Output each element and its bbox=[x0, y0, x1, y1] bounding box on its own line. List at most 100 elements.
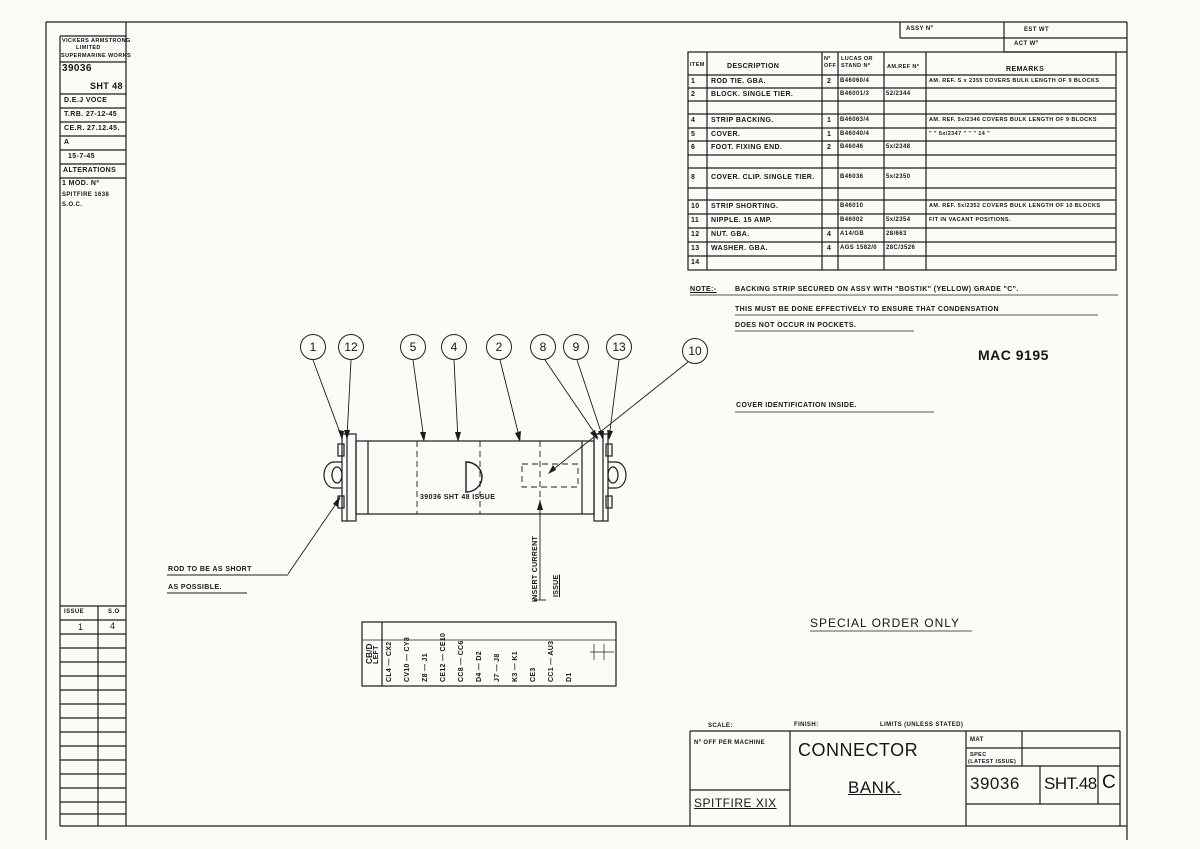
parts-row-remarks: " " 5x/2347 " " " 14 " bbox=[929, 131, 991, 137]
parts-row-description: STRIP BACKING. bbox=[711, 117, 774, 124]
issue-date: 15-7-45 bbox=[68, 153, 95, 160]
parts-row-remarks: AM. REF. S x 2355 COVERS BULK LENGTH OF … bbox=[929, 78, 1100, 84]
col-no-off: Nº OFF bbox=[824, 56, 837, 69]
parts-row-item: 13 bbox=[691, 245, 700, 252]
col-description: DESCRIPTION bbox=[727, 63, 780, 70]
parts-row-remarks: AM. REF. 5x/2352 COVERS BULK LENGTH OF 1… bbox=[929, 203, 1101, 209]
parts-row-description: STRIP SHORTING. bbox=[711, 203, 779, 210]
parts-row-no-off: 1 bbox=[827, 131, 832, 138]
balloon-1: 1 bbox=[300, 334, 326, 360]
parts-row-stand-no: AGS 1582/0 bbox=[840, 245, 878, 251]
issue-note: ISSUE bbox=[553, 574, 560, 597]
parts-row-stand-no: A14/GB bbox=[840, 231, 865, 237]
parts-row-no-off: 1 bbox=[827, 117, 832, 124]
parts-row-description: FOOT. FIXING END. bbox=[711, 144, 783, 151]
balloon-4: 4 bbox=[441, 334, 467, 360]
mod-desc: SPITFIRE 1638 bbox=[62, 192, 110, 198]
parts-row-remarks: FIT IN VACANT POSITIONS. bbox=[929, 217, 1011, 223]
parts-row-item: 4 bbox=[691, 117, 696, 124]
rod-note-2: AS POSSIBLE. bbox=[168, 584, 222, 591]
col-remarks: REMARKS bbox=[1006, 66, 1045, 73]
parts-row-description: NIPPLE. 15 AMP. bbox=[711, 217, 773, 224]
cb-code: K3 — K1 bbox=[512, 651, 519, 682]
parts-row-stand-no: B46001/3 bbox=[840, 91, 870, 97]
title-drawing-no: 39036 bbox=[970, 774, 1020, 793]
parts-row-item: 11 bbox=[691, 217, 700, 224]
parts-row-item: 2 bbox=[691, 91, 696, 98]
note-line-3: DOES NOT OCCUR IN POCKETS. bbox=[735, 322, 857, 329]
parts-row-description: COVER. bbox=[711, 131, 741, 138]
note-line-2: THIS MUST BE DONE EFFECTIVELY TO ENSURE … bbox=[735, 306, 999, 313]
parts-row-description: NUT. GBA. bbox=[711, 231, 750, 238]
cb-code: CL4 — CX2 bbox=[386, 641, 393, 682]
note-label: NOTE:- bbox=[690, 286, 717, 293]
balloon-10: 10 bbox=[682, 338, 708, 364]
mod-ref: S.O.C. bbox=[62, 202, 83, 208]
col-amref: AM.REF Nº bbox=[887, 64, 920, 70]
limits-label: LIMITS (UNLESS STATED) bbox=[880, 722, 964, 728]
parts-row-remarks: AM. REF. 5x/2346 COVERS BULK LENGTH OF 9… bbox=[929, 117, 1097, 123]
parts-row-item: 6 bbox=[691, 144, 696, 151]
parts-row-description: BLOCK. SINGLE TIER. bbox=[711, 91, 794, 98]
alterations-label: ALTERATIONS bbox=[63, 167, 117, 174]
parts-row-item: 14 bbox=[691, 259, 700, 266]
parts-row-no-off: 4 bbox=[827, 231, 832, 238]
est-wt-label: EST WT bbox=[1024, 27, 1050, 33]
company-line-1: VICKERS ARMSTRONG bbox=[62, 38, 131, 44]
left-sheet: SHT 48 bbox=[90, 81, 123, 91]
body-marking: 39036 SHT 48 ISSUE bbox=[420, 494, 496, 501]
cb-code: D1 bbox=[566, 672, 573, 682]
parts-row-amref: 52/2344 bbox=[886, 91, 911, 97]
parts-row-description: COVER. CLIP. SINGLE TIER. bbox=[711, 174, 815, 181]
parts-row-item: 12 bbox=[691, 231, 700, 238]
balloon-5: 5 bbox=[400, 334, 426, 360]
parts-row-amref: 5x/2350 bbox=[886, 174, 911, 180]
parts-row-no-off: 2 bbox=[827, 78, 832, 85]
parts-row-stand-no: B46040/4 bbox=[840, 131, 870, 137]
finish-label: FINISH: bbox=[794, 722, 819, 728]
col-stand: LUCAS OR STAND Nº bbox=[841, 56, 873, 69]
mac-stamp: MAC 9195 bbox=[978, 347, 1049, 363]
drawing-title-2: BANK. bbox=[848, 778, 902, 797]
balloon-13: 13 bbox=[606, 334, 632, 360]
parts-row-item: 1 bbox=[691, 78, 696, 85]
insert-current-note: INSERT CURRENT bbox=[532, 535, 539, 602]
parts-row-stand-no: B46063/4 bbox=[840, 117, 870, 123]
act-wt-label: ACT Wº bbox=[1014, 41, 1039, 47]
parts-row-item: 8 bbox=[691, 174, 696, 181]
parts-row-amref: 5x/2348 bbox=[886, 144, 911, 150]
machine-name: SPITFIRE XIX bbox=[694, 796, 777, 810]
cb-code: Z8 — J1 bbox=[422, 653, 429, 682]
parts-row-stand-no: B46002 bbox=[840, 217, 864, 223]
drawn-by: D.E.J VOCE bbox=[64, 97, 108, 104]
issue-letter: A bbox=[64, 139, 70, 146]
per-machine-label: Nº OFF PER MACHINE bbox=[694, 740, 766, 746]
scale-label: SCALE: bbox=[708, 723, 733, 729]
note-line-1: BACKING STRIP SECURED ON ASSY WITH "BOST… bbox=[735, 286, 1019, 293]
parts-row-item: 5 bbox=[691, 131, 696, 138]
title-sheet: SHT.48 bbox=[1044, 774, 1097, 793]
parts-row-description: ROD TIE. GBA. bbox=[711, 78, 766, 85]
rod-note-1: ROD TO BE AS SHORT bbox=[168, 566, 252, 573]
so-col-header: S.O bbox=[108, 609, 120, 615]
parts-row-stand-no: B46060/4 bbox=[840, 78, 870, 84]
cover-identification: COVER IDENTIFICATION INSIDE. bbox=[736, 402, 857, 409]
issue-col-header: ISSUE bbox=[64, 609, 85, 615]
special-order-only: SPECIAL ORDER ONLY bbox=[810, 616, 961, 630]
parts-row-no-off: 4 bbox=[827, 245, 832, 252]
latest-issue-label: (LATEST ISSUE) bbox=[968, 759, 1017, 765]
balloon-12: 12 bbox=[338, 334, 364, 360]
cb-code: D4 — D2 bbox=[476, 651, 483, 682]
cb-sub-label: LEFT bbox=[373, 645, 380, 664]
cb-code: CE12 — CE10 bbox=[440, 632, 447, 682]
parts-row-amref: 28C/3526 bbox=[886, 245, 916, 251]
drawing-title-1: CONNECTOR bbox=[798, 740, 919, 760]
balloon-8: 8 bbox=[530, 334, 556, 360]
company-line-2: LIMITED bbox=[76, 45, 101, 51]
spec-label: SPEC bbox=[970, 752, 987, 758]
parts-row-item: 10 bbox=[691, 203, 700, 210]
cb-code: J7 — J8 bbox=[494, 653, 501, 682]
cb-code: CE3 bbox=[530, 667, 537, 682]
parts-row-no-off: 2 bbox=[827, 144, 832, 151]
